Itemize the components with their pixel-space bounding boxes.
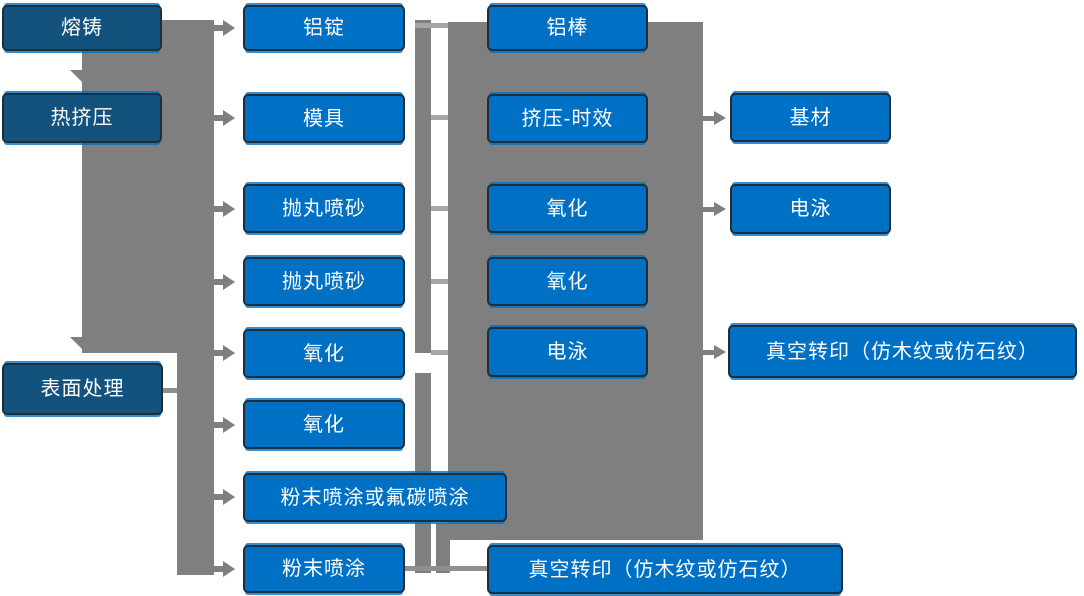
connector-stub [431, 279, 448, 284]
right-arrow-icon [223, 20, 235, 36]
right-arrow-icon [714, 202, 726, 216]
left-flow-band [82, 20, 214, 353]
node-melting-casting: 熔铸 [2, 5, 162, 51]
connector-stub [431, 115, 448, 120]
right-arrow-stub [214, 422, 223, 428]
right-arrow-icon [223, 417, 235, 433]
node-oxidation-4: 氧化 [487, 257, 648, 306]
node-shot-blasting-1: 抛丸喷砂 [243, 184, 405, 233]
node-electrophoresis-1: 电泳 [487, 327, 648, 377]
connector-stub [431, 350, 448, 355]
node-oxidation-3: 氧化 [487, 184, 648, 233]
node-vacuum-transfer-print-1: 真空转印（仿木纹或仿石纹） [728, 325, 1077, 378]
node-aluminum-ingot: 铝锭 [243, 5, 405, 51]
powder-coating-to-transfer-line [405, 566, 487, 571]
right-arrow-icon [223, 345, 235, 361]
surface-treatment-link-line [163, 388, 177, 393]
connector-stub [415, 23, 448, 28]
middle-connector-bar-upper [415, 20, 431, 353]
node-vacuum-transfer-print-2: 真空转印（仿木纹或仿石纹） [487, 545, 843, 594]
right-arrow-icon [223, 274, 235, 290]
node-aluminum-rod: 铝棒 [487, 5, 648, 51]
node-surface-treatment: 表面处理 [2, 363, 163, 415]
node-extrusion-aging: 挤压-时效 [487, 94, 648, 143]
down-arrow-icon [70, 337, 96, 350]
right-arrow-icon [223, 110, 235, 126]
node-oxidation-1: 氧化 [243, 329, 405, 378]
right-arrow-icon [223, 489, 235, 505]
right-arrow-stub [703, 116, 714, 121]
node-mold: 模具 [243, 94, 405, 143]
right-arrow-icon [223, 561, 235, 577]
node-base-material: 基材 [730, 93, 891, 142]
connector-stub [431, 206, 448, 211]
right-arrow-stub [214, 350, 223, 356]
node-powder-coating: 粉末喷涂 [243, 545, 405, 593]
right-arrow-stub [214, 25, 223, 31]
right-arrow-stub [214, 115, 223, 121]
down-arrow-icon [70, 70, 96, 83]
right-arrow-icon [223, 201, 235, 217]
node-oxidation-2: 氧化 [243, 400, 405, 449]
right-arrow-stub [214, 279, 223, 285]
right-arrow-stub [214, 206, 223, 212]
node-shot-blasting-2: 抛丸喷砂 [243, 257, 405, 306]
right-arrow-stub [214, 566, 223, 572]
surface-treatment-flow-band [177, 353, 214, 575]
right-arrow-icon [714, 345, 726, 359]
right-arrow-stub [214, 494, 223, 500]
right-arrow-icon [714, 111, 726, 125]
node-electrophoresis-2: 电泳 [730, 184, 891, 234]
right-arrow-stub [703, 350, 714, 355]
node-hot-extrusion: 热挤压 [2, 93, 162, 143]
right-arrow-stub [703, 207, 714, 212]
node-powder-or-fluorocarbon-coating: 粉末喷涂或氟碳喷涂 [243, 473, 507, 522]
lower-band-strip [436, 523, 450, 573]
